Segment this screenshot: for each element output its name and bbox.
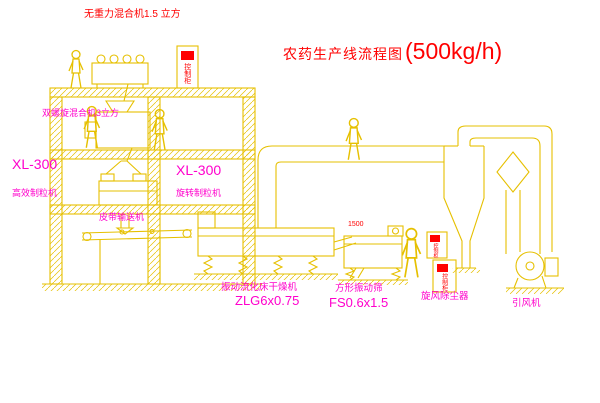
label-cabinet-2: 控制柜	[432, 243, 439, 258]
person-figure	[68, 49, 84, 89]
label-granulator-mid-name: 旋转制粒机	[176, 188, 222, 198]
square-sieve	[338, 225, 408, 285]
label-cabinet-3: 控制柜	[440, 273, 447, 291]
label-fan: 引风机	[512, 298, 541, 309]
label-cyclone: 旋风除尘器	[421, 291, 469, 302]
control-cabinet	[426, 231, 448, 259]
label-granulator-left-model: XL-300	[12, 156, 58, 172]
cyclone-separator	[443, 145, 485, 273]
diagram-title-text: 农药生产线流程图	[283, 46, 403, 62]
label-sieve-model: FS0.6x1.5	[329, 295, 389, 310]
label-dryer-model: ZLG6x0.75	[235, 293, 300, 308]
person-figure	[345, 117, 363, 161]
exhaust-stack	[496, 151, 530, 254]
induced-draft-fan	[506, 251, 564, 294]
belt-conveyor	[81, 228, 193, 284]
exhaust-duct	[257, 145, 446, 228]
diagram-title: 农药生产线流程图 (500kg/h)	[283, 38, 502, 65]
fluid-bed-dryer	[194, 211, 357, 280]
building-structure	[42, 87, 262, 291]
label-sieve-name: 方形振动筛	[335, 283, 383, 294]
granulator	[98, 173, 158, 235]
label-sieve-dimension: 1500	[348, 221, 364, 228]
person-figure	[401, 227, 422, 279]
label-dryer-name: 振动流化床干燥机	[221, 282, 298, 293]
label-belt-conveyor: 皮带输送机	[99, 212, 145, 222]
label-screw-mixer: 双螺旋混合机3立方	[42, 108, 120, 118]
cyclone-outlet-duct	[457, 125, 553, 254]
control-cabinet	[176, 45, 199, 89]
control-cabinet	[432, 259, 457, 293]
label-granulator-mid-model: XL-300	[176, 162, 222, 178]
label-cabinet-1: 控制柜	[183, 63, 191, 84]
diagram-title-capacity: (500kg/h)	[405, 38, 503, 64]
label-granulator-left-name: 高效制粒机	[12, 188, 58, 198]
label-gravity-mixer: 无重力混合机1.5 立方	[84, 9, 181, 20]
